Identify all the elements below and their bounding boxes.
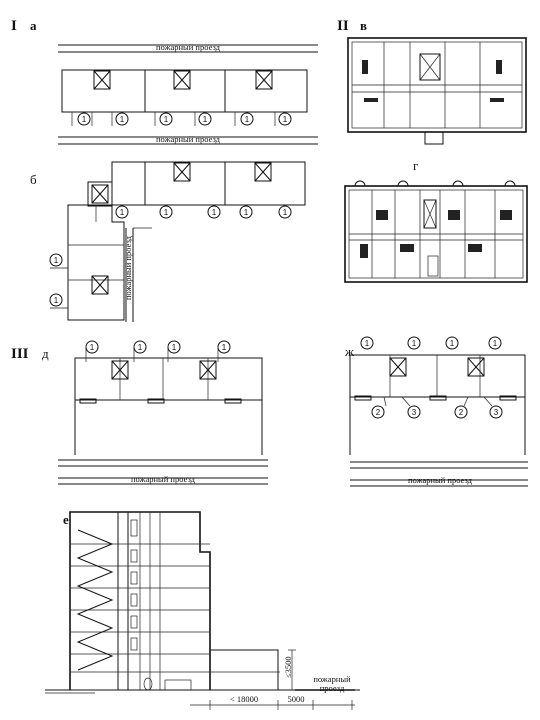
road-label-top: пожарный проезд bbox=[156, 42, 221, 52]
sub-label-d: д bbox=[42, 346, 49, 361]
section-label-I: I bbox=[11, 18, 17, 34]
stair-icon bbox=[91, 184, 109, 204]
stair-icon bbox=[255, 70, 273, 90]
diagram-III-zh: ж 1 1 1 1 2 3 2 3 пожарный проезд bbox=[344, 336, 528, 487]
stair-icon bbox=[93, 70, 111, 90]
diagram-I-b: б 1 1 1 1 1 1 1 пожарный проезд bbox=[30, 161, 306, 322]
marker-1: 1 bbox=[212, 208, 217, 217]
marker-1: 1 bbox=[412, 339, 417, 348]
marker-1: 1 bbox=[90, 343, 95, 352]
marker-1: 1 bbox=[164, 115, 169, 124]
sub-label-g: г bbox=[413, 158, 418, 173]
marker-1: 1 bbox=[222, 343, 227, 352]
sub-label-zh: ж bbox=[344, 344, 355, 359]
section-label-II: II bbox=[337, 18, 349, 34]
diagram-I-a: I а пожарный проезд 1 1 1 1 1 1 пожарный… bbox=[11, 18, 318, 145]
marker-1: 1 bbox=[365, 339, 370, 348]
marker-2: 2 bbox=[459, 408, 464, 417]
sub-label-a: а bbox=[30, 18, 37, 33]
marker-1: 1 bbox=[54, 296, 59, 305]
road-label-vertical: пожарный проезд bbox=[123, 235, 133, 300]
marker-1: 1 bbox=[450, 339, 455, 348]
marker-1: 1 bbox=[138, 343, 143, 352]
road-label-III-d: пожарный проезд bbox=[131, 474, 196, 484]
marker-1: 1 bbox=[120, 115, 125, 124]
road-label-III-zh: пожарный проезд bbox=[408, 475, 473, 485]
diagram-II-g: г bbox=[344, 158, 528, 283]
marker-3: 3 bbox=[494, 408, 499, 417]
marker-1: 1 bbox=[283, 115, 288, 124]
stair-icon bbox=[467, 357, 485, 377]
marker-1: 1 bbox=[245, 115, 250, 124]
stair-icon bbox=[389, 357, 407, 377]
road-label-bottom: пожарный проезд bbox=[156, 134, 221, 144]
marker-row: 1 1 1 1 1 1 1 bbox=[49, 205, 292, 307]
dimension-setback: < 18000 bbox=[230, 694, 258, 704]
marker-1: 1 bbox=[82, 115, 87, 124]
diagram-e-section: е bbox=[45, 511, 360, 710]
section-label-III: III bbox=[11, 346, 29, 362]
marker-1: 1 bbox=[203, 115, 208, 124]
stair-icon bbox=[173, 162, 191, 182]
marker-1: 1 bbox=[54, 256, 59, 265]
building-block bbox=[61, 69, 308, 113]
marker-1: 1 bbox=[172, 343, 177, 352]
road-label-e-line1: пожарный bbox=[313, 674, 351, 684]
stair-icon bbox=[91, 275, 109, 295]
sub-label-v: в bbox=[360, 18, 367, 33]
marker-2: 2 bbox=[376, 408, 381, 417]
marker-row: 1 1 1 1 bbox=[85, 340, 231, 354]
marker-1: 1 bbox=[283, 208, 288, 217]
marker-1: 1 bbox=[493, 339, 498, 348]
marker-1: 1 bbox=[120, 208, 125, 217]
sub-label-e: е bbox=[63, 512, 69, 527]
diagram-II-v: II в bbox=[337, 18, 527, 145]
marker-3: 3 bbox=[412, 408, 417, 417]
stair-icon bbox=[173, 70, 191, 90]
dimension-road-offset: 5000 bbox=[288, 694, 305, 704]
marker-row: 1 1 1 1 2 3 2 3 bbox=[360, 336, 503, 419]
marker-1: 1 bbox=[164, 208, 169, 217]
marker-1: 1 bbox=[244, 208, 249, 217]
marker-row: 1 1 1 1 1 1 bbox=[77, 112, 292, 126]
road-label-e-line2: проезд bbox=[320, 683, 345, 693]
sub-label-b: б bbox=[30, 172, 37, 187]
stair-icon bbox=[254, 162, 272, 182]
diagram-III-d: III д 1 1 1 1 пожарный проезд bbox=[11, 340, 268, 485]
height-dimension: ≤3500 bbox=[283, 656, 293, 678]
